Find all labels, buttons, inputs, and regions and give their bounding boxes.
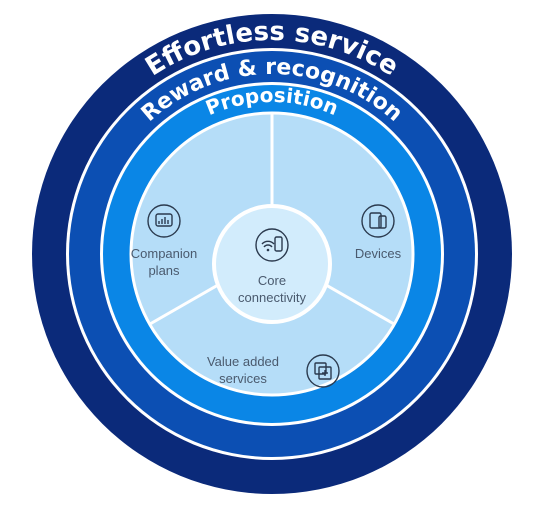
core-connectivity-disc: [212, 204, 332, 324]
companion-plans-label-line2: plans: [148, 263, 180, 278]
value-added-label-line2: services: [219, 371, 267, 386]
value-added-label-line1: Value added: [207, 354, 279, 369]
stacked-add-icon: [306, 354, 340, 388]
core-connectivity-label-line2: connectivity: [238, 290, 306, 305]
chart-phone-icon: [147, 204, 181, 238]
wifi-phone-icon: [255, 228, 289, 262]
core-connectivity-label-line1: Core: [258, 273, 286, 288]
tablet-phone-icon: [361, 204, 395, 238]
devices-label: Devices: [355, 246, 402, 261]
companion-plans-label-line1: Companion: [131, 246, 198, 261]
